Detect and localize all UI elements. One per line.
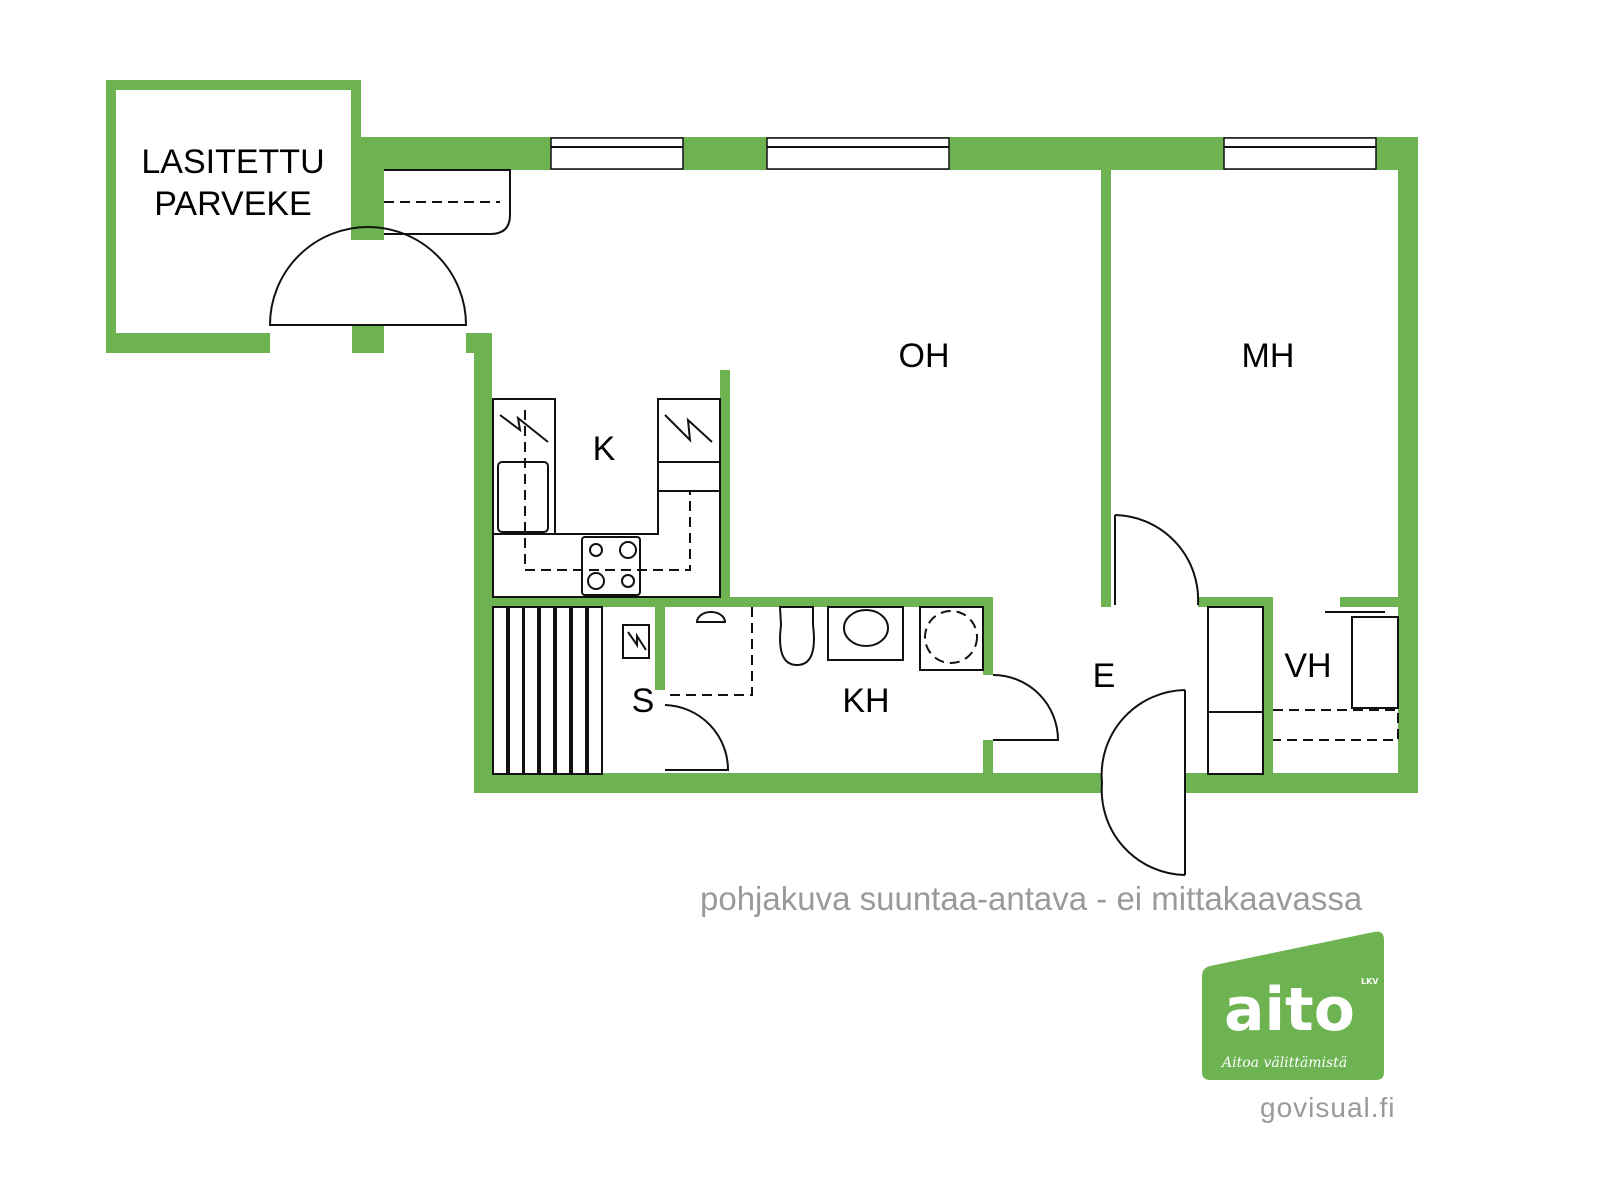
- shower-icon: [695, 611, 727, 623]
- bedroom-label: MH: [1242, 337, 1295, 375]
- washing-machine-icon: [919, 606, 984, 671]
- sauna-heater-icon: [622, 624, 650, 659]
- disclaimer-note: pohjakuva suuntaa-antava - ei mittakaava…: [700, 880, 1363, 917]
- kitchen-label: K: [593, 430, 616, 468]
- entrance-label: E: [1093, 657, 1116, 695]
- logo-suffix: LKV: [1361, 977, 1379, 986]
- closet-label: VH: [1284, 647, 1331, 685]
- stove-icon: [581, 536, 641, 596]
- wardrobe: [1207, 606, 1264, 775]
- credit-text: govisual.fi: [1260, 1092, 1396, 1123]
- logo-wordmark: aito: [1224, 975, 1355, 1045]
- sauna-bench: [492, 606, 603, 775]
- room-labels: LASITETTU PARVEKE OH MH K KH S E VH: [141, 143, 1331, 720]
- sauna-label: S: [632, 682, 655, 720]
- fixtures: [384, 169, 1399, 775]
- aito-logo: aito LKV Aitoa välittämistä: [1202, 931, 1384, 1080]
- electric-icon: [664, 414, 713, 443]
- toilet-icon: [778, 606, 815, 667]
- balcony-label-2: PARVEKE: [154, 185, 311, 223]
- logo-tagline: Aitoa välittämistä: [1220, 1055, 1347, 1071]
- windows: [550, 137, 1377, 170]
- sink-icon: [497, 461, 549, 533]
- washbasin-icon: [827, 606, 904, 661]
- electric-icon: [499, 414, 549, 443]
- balcony-label-1: LASITETTU: [141, 143, 324, 181]
- doors: [268, 226, 1200, 876]
- bathroom-label: KH: [842, 682, 889, 720]
- living-room-label: OH: [899, 337, 950, 375]
